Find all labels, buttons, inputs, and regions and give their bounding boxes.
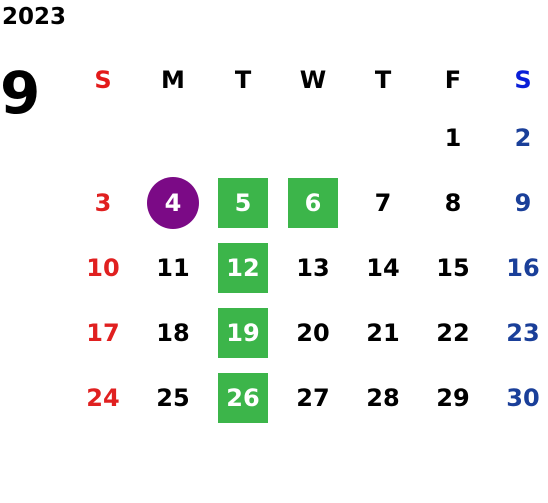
day-number [148, 113, 198, 163]
day-number: 7 [374, 188, 392, 217]
day-number: 13 [296, 253, 330, 282]
day-number: 20 [296, 318, 330, 347]
day-number-highlighted: 19 [218, 307, 268, 358]
day-number-highlighted: 12 [218, 242, 268, 293]
day-number: 16 [506, 253, 540, 282]
day-number: 9 [514, 188, 532, 217]
day-cell [348, 105, 418, 170]
day-cell: 18 [138, 300, 208, 365]
day-cell: 30 [488, 365, 548, 430]
day-cell: 6 [278, 170, 348, 235]
day-cell: 22 [418, 300, 488, 365]
day-cell: 1 [418, 105, 488, 170]
day-cell: 20 [278, 300, 348, 365]
day-number: 23 [506, 318, 540, 347]
day-number: 27 [296, 383, 330, 412]
day-number-highlighted: 5 [218, 177, 268, 228]
month-label: 9 [0, 59, 41, 127]
day-number-highlighted: 6 [288, 177, 338, 228]
day-number: 29 [436, 383, 470, 412]
day-number: 2 [514, 123, 532, 152]
week-row-1: 1 2 [68, 105, 548, 170]
day-cell: 16 [488, 235, 548, 300]
weekday-header-mon: M [138, 55, 208, 105]
day-cell: 11 [138, 235, 208, 300]
weekday-header-sun: S [68, 55, 138, 105]
day-cell: 8 [418, 170, 488, 235]
week-row-2: 3 4 5 6 7 8 9 [68, 170, 548, 235]
day-cell [138, 105, 208, 170]
day-cell: 5 [208, 170, 278, 235]
day-number: 28 [366, 383, 400, 412]
day-number: 8 [444, 188, 462, 217]
day-number: 3 [94, 188, 112, 217]
day-cell: 3 [68, 170, 138, 235]
day-cell: 17 [68, 300, 138, 365]
weekday-label: T [374, 66, 392, 94]
day-number: 22 [436, 318, 470, 347]
day-cell: 12 [208, 235, 278, 300]
weekday-label: M [161, 66, 185, 94]
day-cell: 7 [348, 170, 418, 235]
day-cell [278, 105, 348, 170]
day-cell: 24 [68, 365, 138, 430]
day-cell: 15 [418, 235, 488, 300]
day-number: 17 [86, 318, 120, 347]
day-number-highlighted: 4 [147, 176, 199, 229]
day-number: 10 [86, 253, 120, 282]
day-number: 25 [156, 383, 190, 412]
day-cell: 21 [348, 300, 418, 365]
week-row-4: 17 18 19 20 21 22 23 [68, 300, 548, 365]
day-number: 14 [366, 253, 400, 282]
day-cell: 9 [488, 170, 548, 235]
day-cell: 29 [418, 365, 488, 430]
day-number: 30 [506, 383, 540, 412]
weekday-header-sat: S [488, 55, 548, 105]
calendar-grid: S M T W T F S 1 2 3 4 5 6 7 8 9 [68, 55, 548, 430]
day-cell [68, 105, 138, 170]
weekday-label: S [514, 66, 532, 94]
weekday-label: F [444, 66, 462, 94]
day-number: 21 [366, 318, 400, 347]
weekday-label: S [94, 66, 112, 94]
weekday-header-wed: W [278, 55, 348, 105]
day-cell: 19 [208, 300, 278, 365]
weekday-header-thu: T [348, 55, 418, 105]
day-cell: 28 [348, 365, 418, 430]
weekday-header-tue: T [208, 55, 278, 105]
day-number-highlighted: 26 [218, 372, 268, 423]
day-number: 15 [436, 253, 470, 282]
day-number: 24 [86, 383, 120, 412]
day-cell [208, 105, 278, 170]
day-cell: 25 [138, 365, 208, 430]
weekday-label: W [299, 66, 327, 94]
day-cell: 14 [348, 235, 418, 300]
weekday-header-fri: F [418, 55, 488, 105]
day-number: 18 [156, 318, 190, 347]
year-label: 2023 [2, 4, 67, 30]
day-cell: 2 [488, 105, 548, 170]
weekday-label: T [234, 66, 252, 94]
day-cell: 27 [278, 365, 348, 430]
day-number: 11 [156, 253, 190, 282]
day-cell: 10 [68, 235, 138, 300]
day-number: 1 [444, 123, 462, 152]
week-row-5: 24 25 26 27 28 29 30 [68, 365, 548, 430]
day-number [78, 113, 128, 163]
day-number [218, 113, 268, 163]
weekday-header-row: S M T W T F S [68, 55, 548, 105]
week-row-3: 10 11 12 13 14 15 16 [68, 235, 548, 300]
day-cell: 4 [138, 170, 208, 235]
day-number [358, 113, 408, 163]
day-cell: 26 [208, 365, 278, 430]
day-cell: 23 [488, 300, 548, 365]
day-number [288, 113, 338, 163]
day-cell: 13 [278, 235, 348, 300]
